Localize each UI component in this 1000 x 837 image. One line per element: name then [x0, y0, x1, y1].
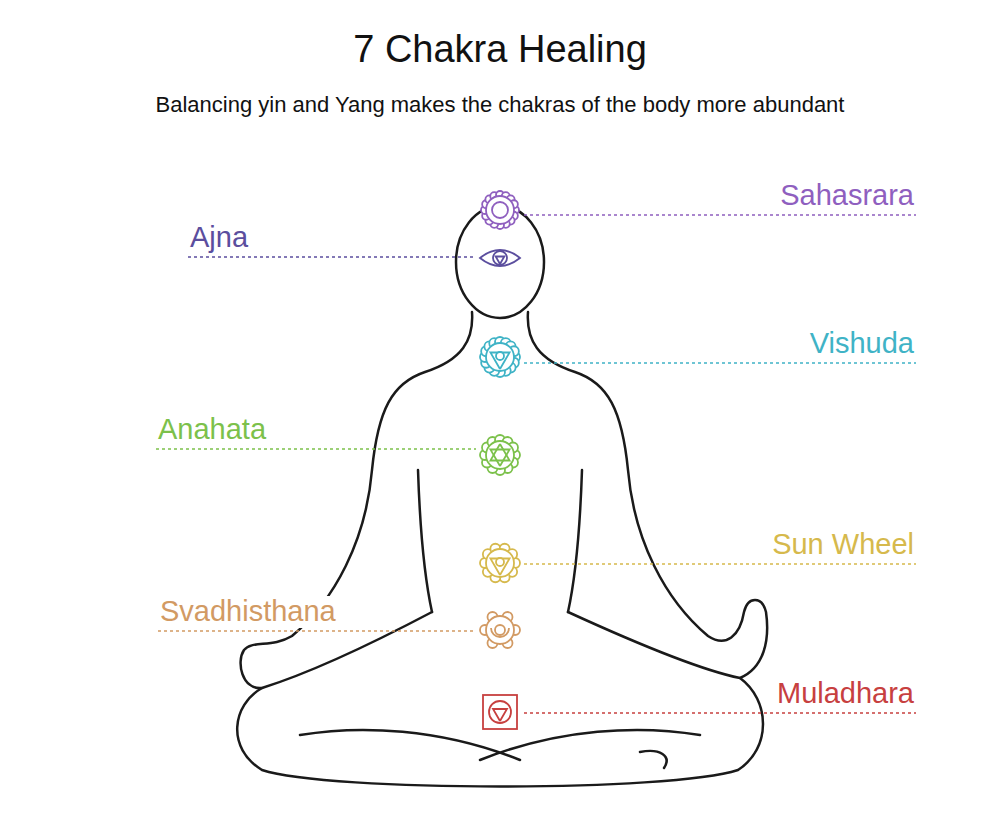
leader-line [158, 630, 476, 632]
chakra-symbol [480, 544, 520, 583]
chakra-symbol [481, 191, 519, 229]
leader-line [524, 362, 916, 364]
chakra-name: Muladhara [775, 678, 916, 710]
chakra-symbol [480, 337, 520, 377]
chakra-symbol [480, 435, 520, 475]
meditating-figure [237, 206, 767, 787]
chakra-name: Svadhisthana [158, 596, 338, 628]
chakra-name: Anahata [156, 414, 268, 446]
chakra-name: Ajna [188, 222, 250, 254]
diagram-title: 7 Chakra Healing [0, 28, 1000, 71]
chakra-symbols [480, 191, 520, 729]
leader-line [524, 712, 916, 714]
chakra-symbol [483, 695, 517, 729]
crossed-feet [300, 730, 700, 768]
left-body-outline [241, 312, 473, 688]
leader-lines [156, 215, 916, 713]
chakra-name: Vishuda [808, 328, 916, 360]
diagram-caption: Balancing yin and Yang makes the chakras… [0, 92, 1000, 118]
torso-inner-line [418, 470, 582, 612]
leader-line [188, 256, 476, 258]
chakra-name: Sahasrara [778, 180, 916, 212]
legs-outline [237, 678, 763, 787]
leader-line [524, 563, 916, 565]
chakra-symbol [480, 250, 520, 266]
leader-line [156, 448, 476, 450]
leader-line [524, 214, 916, 216]
chakra-name: Sun Wheel [770, 529, 916, 561]
right-body-outline [528, 312, 767, 678]
chakra-symbol [480, 612, 520, 648]
